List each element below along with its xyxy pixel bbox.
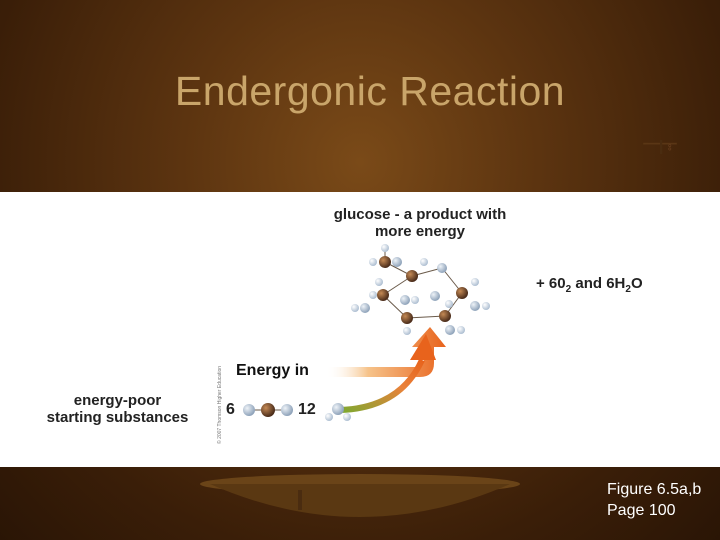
energy-arrow: [326, 327, 446, 377]
co2-count: 6: [226, 401, 235, 418]
byproduct-h2o-text: and 6H: [571, 275, 626, 292]
starting-substances-line2: starting substances: [46, 409, 189, 426]
h2o-molecule: [325, 403, 351, 421]
byproduct-o2-subscript: 2: [565, 284, 572, 295]
glucose-label-line2: more energy: [374, 223, 466, 240]
figure-reference: Figure 6.5a,b: [607, 481, 702, 498]
figure-caption: Figure 6.5a,b Page 100: [607, 479, 701, 521]
byproduct-o2-text: + 60: [536, 275, 566, 292]
scale-bowl-decoration: [200, 474, 520, 517]
starting-substances-line1: energy-poor: [73, 392, 162, 409]
byproducts-label: + 602 and 6H2O: [536, 275, 643, 298]
image-credit: © 2007 Thomson Higher Education: [216, 366, 223, 444]
byproduct-h2o-suffix: O: [630, 275, 643, 292]
co2-molecule: [243, 403, 293, 417]
glucose-label: glucose - a product with more energy: [300, 206, 540, 240]
h2o-count: 12: [298, 401, 316, 418]
byproduct-h2o-subscript: 2: [625, 284, 631, 295]
starting-substances-label: energy-poor starting substances: [30, 392, 205, 426]
diagram-panel: [0, 192, 720, 467]
glucose-molecule: [351, 244, 490, 335]
scale-beam-decoration: [643, 140, 677, 154]
svg-text:© 2007 Thomson Higher Educatio: © 2007 Thomson Higher Education: [216, 366, 223, 444]
reaction-arrow: [339, 334, 436, 413]
slide-title: Endergonic Reaction: [174, 68, 566, 114]
glucose-label-line1: glucose - a product with: [333, 206, 507, 223]
energy-in-label: Energy in: [236, 362, 309, 379]
page-reference: Page 100: [607, 502, 676, 519]
